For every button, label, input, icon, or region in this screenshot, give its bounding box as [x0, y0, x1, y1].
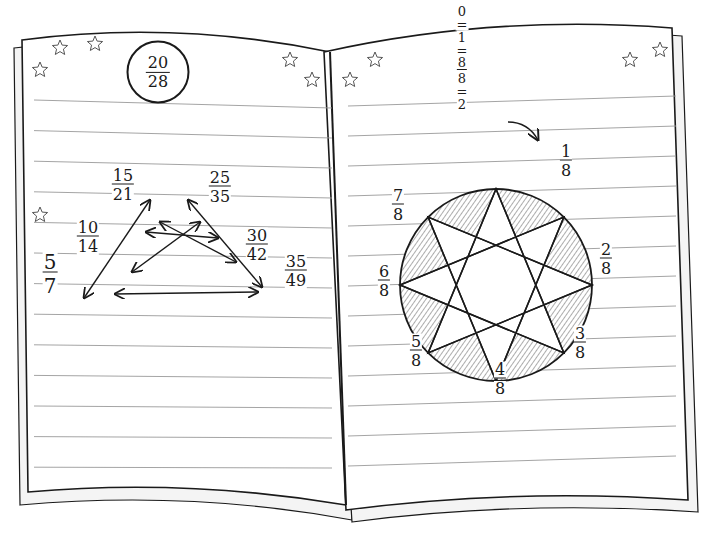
left-page	[22, 32, 346, 505]
fraction-number: 8	[410, 353, 422, 369]
fraction-number: 7	[392, 188, 404, 205]
fraction-number: 10	[77, 220, 99, 237]
fraction-number: 8	[378, 283, 390, 299]
fraction-number: 35	[285, 254, 307, 271]
ruled-line	[348, 156, 676, 166]
ruled-line	[34, 192, 332, 198]
fraction-number: 14	[77, 239, 99, 255]
fraction-number: 8	[392, 207, 404, 223]
double-arrow	[115, 292, 258, 294]
fraction-number: 0	[457, 5, 467, 18]
star-doodle	[32, 207, 47, 221]
star-doodle	[32, 62, 47, 76]
fraction-number: 1	[457, 31, 467, 44]
star-doodle	[52, 40, 67, 54]
fraction-circle: 2028	[126, 40, 190, 104]
fraction-number: 1	[560, 144, 572, 161]
fraction-number: =	[456, 18, 469, 31]
ruled-line	[348, 96, 676, 106]
octagram-wheel	[400, 189, 592, 381]
star-doodles	[32, 36, 667, 221]
fraction-number: 8	[574, 345, 586, 361]
fraction-number: 4	[494, 362, 506, 379]
fraction-number: 8	[494, 381, 506, 397]
fraction-number: 8	[457, 56, 467, 70]
fraction-number: 15	[112, 168, 134, 185]
ruled-line	[34, 161, 332, 168]
fraction-number: 5	[410, 334, 422, 351]
ruled-line	[34, 314, 332, 318]
fraction-number: =	[456, 85, 469, 98]
star-doodle	[367, 52, 382, 66]
double-arrow	[132, 222, 200, 272]
fraction-arrows	[84, 200, 262, 298]
fraction-number: 5	[43, 252, 58, 273]
fraction-number: 35	[209, 189, 231, 205]
fraction-number: 8	[457, 72, 467, 85]
octagram	[400, 189, 592, 381]
circle-border	[128, 42, 189, 103]
fraction-number: 2	[600, 242, 612, 259]
double-arrow	[160, 222, 236, 262]
fraction-number: 30	[246, 228, 268, 245]
fraction-number: 2	[457, 98, 467, 111]
ruled-line	[348, 456, 676, 466]
ruled-lines	[34, 96, 676, 468]
star-doodle	[87, 36, 102, 50]
ruled-line	[34, 467, 332, 469]
star-doodle	[304, 72, 319, 86]
star-doodle	[622, 52, 637, 66]
fraction-number: 25	[209, 170, 231, 187]
star-doodle	[282, 52, 297, 66]
fraction-number: 3	[574, 326, 586, 343]
ruled-line	[34, 345, 332, 348]
fraction-number: 6	[378, 264, 390, 281]
fraction-number: 28	[146, 73, 170, 91]
ruled-line	[34, 131, 332, 138]
right-page	[324, 24, 688, 510]
ruled-line	[348, 126, 676, 136]
curved-arrow	[508, 122, 538, 140]
fraction-number: =	[456, 44, 469, 57]
ruled-line	[348, 396, 676, 406]
star-doodle	[652, 42, 667, 56]
ruled-line	[34, 437, 332, 438]
fraction-number: 8	[560, 163, 572, 179]
book-spine	[330, 52, 346, 505]
ruled-line	[34, 375, 332, 378]
fraction-number: 20	[146, 54, 170, 73]
ruled-line	[348, 426, 676, 436]
fraction-number: 8	[600, 261, 612, 277]
circle-text: 2028	[146, 54, 170, 90]
ruled-line	[34, 406, 332, 408]
wheel-circle	[400, 189, 592, 381]
fraction-number: 21	[112, 187, 134, 203]
octagram-outline	[400, 189, 592, 381]
star-doodle	[342, 72, 357, 86]
fraction-number: 42	[246, 247, 268, 263]
ruled-line	[34, 100, 332, 108]
fraction-number: 7	[43, 276, 58, 296]
fraction-number: 49	[285, 273, 307, 289]
